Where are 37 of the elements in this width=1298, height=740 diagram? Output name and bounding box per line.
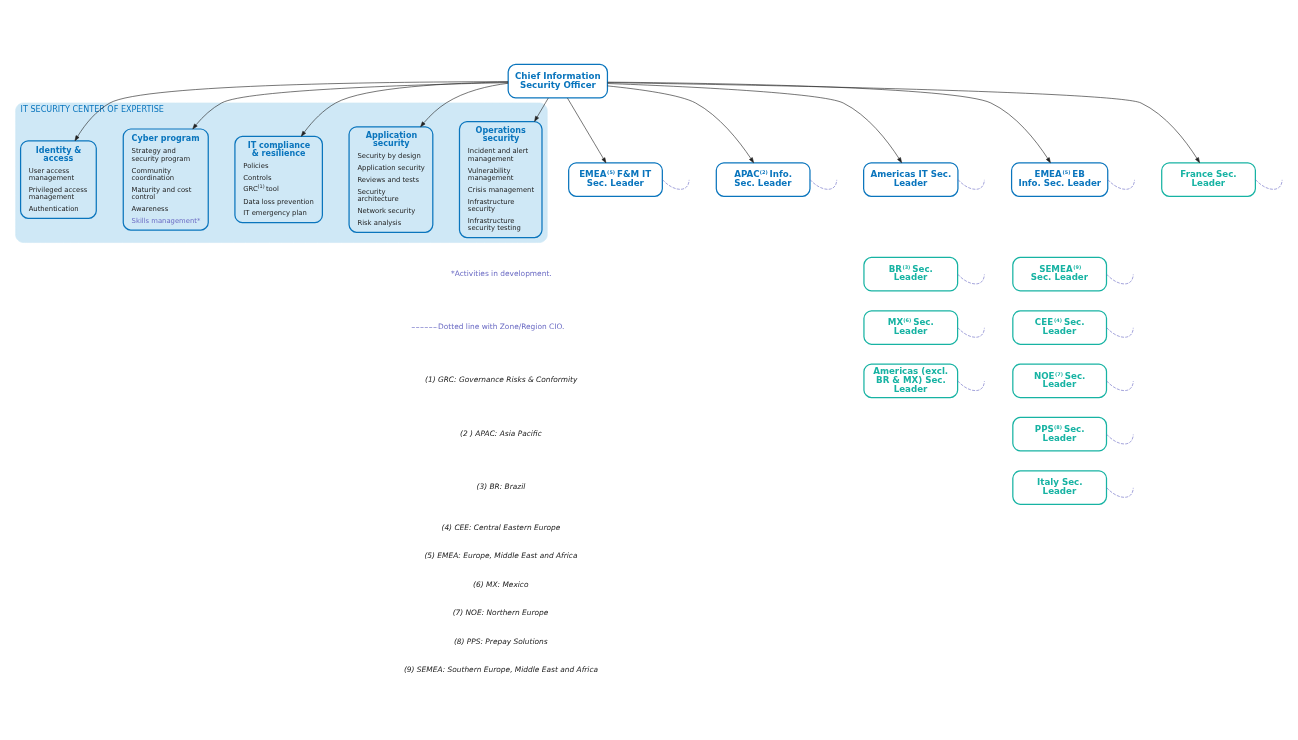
connector [1106, 273, 1134, 285]
node-box: EMEA$^{(5)}$ EB Info. Sec. Leader [1010, 162, 1109, 197]
arrow [607, 85, 754, 163]
node-box: APAC$^{(2)}$ Info. Sec. Leader [715, 162, 811, 197]
node-box: CEE$^{(4)}$ Sec. Leader [1012, 310, 1108, 345]
arrow [607, 81, 1051, 163]
connector [1107, 179, 1135, 190]
node-box: France Sec. Leader [1161, 162, 1256, 197]
arrow [607, 83, 902, 163]
node-box: BR$^{(3)}$ Sec. Leader [863, 256, 959, 292]
arrow [192, 82, 509, 130]
connector [957, 179, 985, 190]
connector [1106, 327, 1134, 338]
connector [809, 179, 838, 190]
node-box: Americas (excl. BR & MX) Sec. Leader [863, 363, 959, 399]
arrow [301, 81, 509, 137]
node-box: Italy Sec. Leader [1012, 470, 1108, 505]
node-box: Americas IT Sec. Leader [863, 162, 959, 197]
connector [1106, 433, 1134, 445]
connector [1106, 380, 1134, 391]
node-box: EMEA$^{(5)}$ F&M IT Sec. Leader [568, 162, 663, 197]
arrow [420, 82, 509, 128]
node-box: PPS$^{(8)}$ Sec. Leader [1012, 416, 1108, 452]
node-box: SEMEA$^{(9)}$ Sec. Leader [1012, 256, 1108, 292]
connector [957, 327, 985, 338]
connector [1106, 487, 1134, 498]
arrow [567, 97, 607, 164]
connector [957, 273, 985, 285]
connector [1255, 179, 1283, 190]
arrow [607, 82, 1200, 163]
arrow [74, 81, 509, 142]
connector [662, 179, 690, 190]
arrow [534, 97, 549, 122]
node-box: NOE$^{(7)}$ Sec. Leader [1012, 363, 1108, 399]
connector [957, 380, 985, 391]
node-box: Chief Information Security Officer [507, 63, 609, 99]
node-box: MX$^{(6)}$ Sec. Leader [863, 310, 959, 345]
